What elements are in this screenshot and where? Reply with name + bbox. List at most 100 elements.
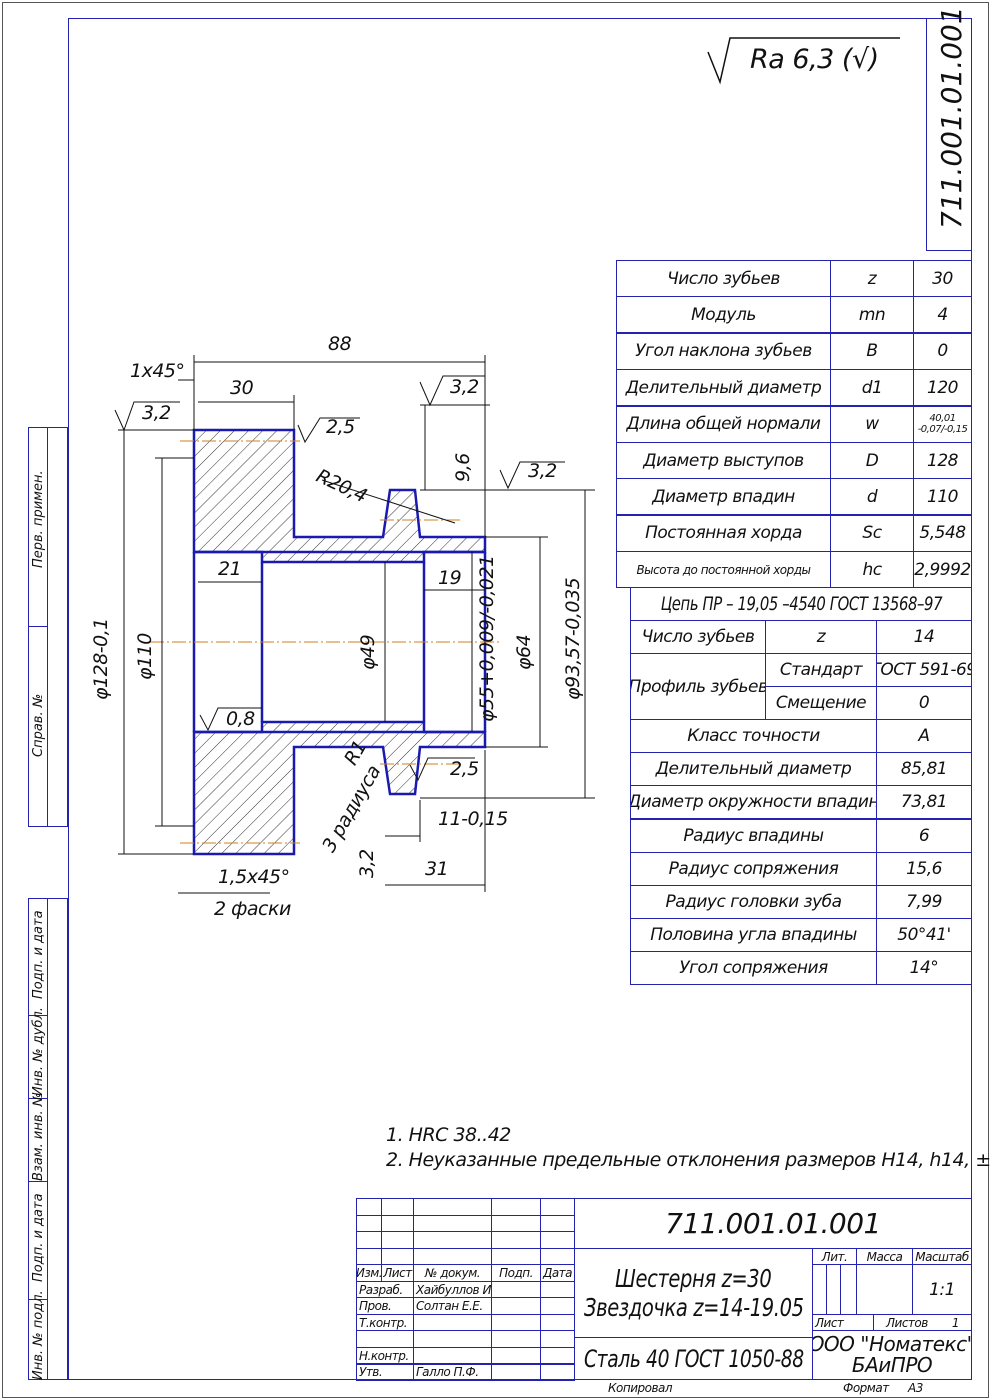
dim-r32c: 3,2 [528,460,557,482]
role-label: Т.контр. [356,1313,414,1332]
part-title2: Звездочка z=14-19.05 [583,1293,804,1322]
grid-cell [356,1214,382,1233]
dim-chamfer1: 1x45° [130,360,185,382]
dim-r08: 0,8 [226,708,255,730]
org-line: ООО "Номатекс" [812,1332,972,1356]
grid-cell [491,1313,541,1332]
sheets: 1 [951,1315,960,1330]
dim-d64: φ64 [513,634,535,670]
grid-cell [413,1214,492,1233]
grid-cell [540,1231,575,1249]
dim-r25b: 2,5 [450,758,479,780]
grid-cell [356,1231,382,1249]
code-box: 711.001.01.001 [926,6,972,251]
dim-d128: φ128-0,1 [90,618,112,700]
person-name: Галло П.Ф. [413,1363,492,1381]
dim-d110: φ110 [134,633,156,680]
roughness-text: Ra 6,3 (√) [750,44,879,75]
column-header: Подп. [491,1264,541,1282]
mass-label: Масса [856,1248,913,1265]
role-label [356,1330,414,1348]
doc-code: 711.001.01.001 [574,1198,972,1249]
dim-d49: φ49 [357,634,379,670]
role-label: Пров. [356,1297,414,1315]
person-name [413,1346,492,1365]
grid-cell [413,1231,492,1249]
format-label: Формат [843,1381,889,1395]
grid-cell [540,1247,575,1266]
column-header: Изм. [356,1264,382,1282]
grid-cell [491,1247,541,1266]
dim-d88: 88 [328,333,352,355]
dim-d55: φ55+0,009/-0,021 [476,555,498,722]
lit-cell [826,1264,841,1315]
sheets-label: Листов [886,1315,928,1330]
grid-cell [381,1198,414,1216]
material-cell: Сталь 40 ГОСТ 1050-88 [574,1337,813,1380]
dim-r32b: 3,2 [450,376,479,398]
strip-cell: Справ. № [28,626,48,827]
grid-cell [540,1346,575,1365]
org-line: БАиПРО [851,1353,933,1377]
grid-cell [540,1297,575,1315]
strip-cell: Инв. № подл. [28,1290,48,1380]
note-2: 2. Неуказанные предельные отклонения раз… [386,1149,991,1171]
grid-cell [413,1198,492,1216]
format-value: A3 [908,1381,923,1395]
dim-chamfers2: 2 фаски [214,898,291,920]
sheet-label: Лист [812,1314,874,1331]
person-name: Солтан Е.Е. [413,1297,492,1315]
sheets-cell: Листов 1 [873,1314,972,1331]
dim-d32: 3,2 [356,849,378,878]
grid-cell [540,1363,575,1381]
lit-cell [812,1264,827,1315]
role-label: Утв. [356,1363,414,1381]
copied-label: Копировал [608,1381,673,1395]
grid-cell [491,1280,541,1299]
grid-cell [381,1247,414,1266]
scale-value: 1:1 [912,1264,972,1315]
grid-cell [413,1247,492,1266]
grid-cell [491,1346,541,1365]
grid-cell [540,1313,575,1332]
grid-cell [491,1214,541,1233]
grid-cell [491,1297,541,1315]
column-header: Дата [540,1264,575,1282]
person-name [413,1313,492,1332]
roughness-symbol [707,37,900,85]
grid-cell [491,1363,541,1381]
dim-d31: 31 [425,858,449,880]
grid-cell [540,1280,575,1299]
param-value: 14° [876,951,972,986]
grid-cell [540,1214,575,1233]
grid-cell [381,1231,414,1249]
dim-d19: 19 [438,567,462,589]
column-header: № докум. [413,1264,492,1282]
grid-cell [491,1330,541,1348]
person-name: Хайбуллов И.А. [413,1280,492,1299]
grid-cell [491,1198,541,1216]
dim-d9357: φ93,57-0,035 [562,577,584,700]
column-header: Лист [381,1264,414,1282]
grid-cell [540,1330,575,1348]
role-label: Разраб. [356,1280,414,1299]
grid-cell [356,1198,382,1216]
role-label: Н.контр. [356,1346,414,1365]
lit-label: Лит. [812,1248,857,1265]
mass-value [856,1264,913,1315]
note-1: 1. HRC 38..42 [386,1124,511,1146]
chain-spec: Цепь ПР – 19,05 –4540 ГОСТ 13568–97 [660,593,942,615]
part-title1: Шестерня z=30 [615,1264,772,1293]
organization: ООО "Номатекс"БАиПРО [812,1330,972,1380]
lit-cell [840,1264,857,1315]
grid-cell [381,1214,414,1233]
dim-d30: 30 [230,377,254,399]
person-name [413,1330,492,1348]
grid-cell [540,1198,575,1216]
dim-d96: 9,6 [452,453,474,482]
dim-r32a: 3,2 [142,402,171,424]
